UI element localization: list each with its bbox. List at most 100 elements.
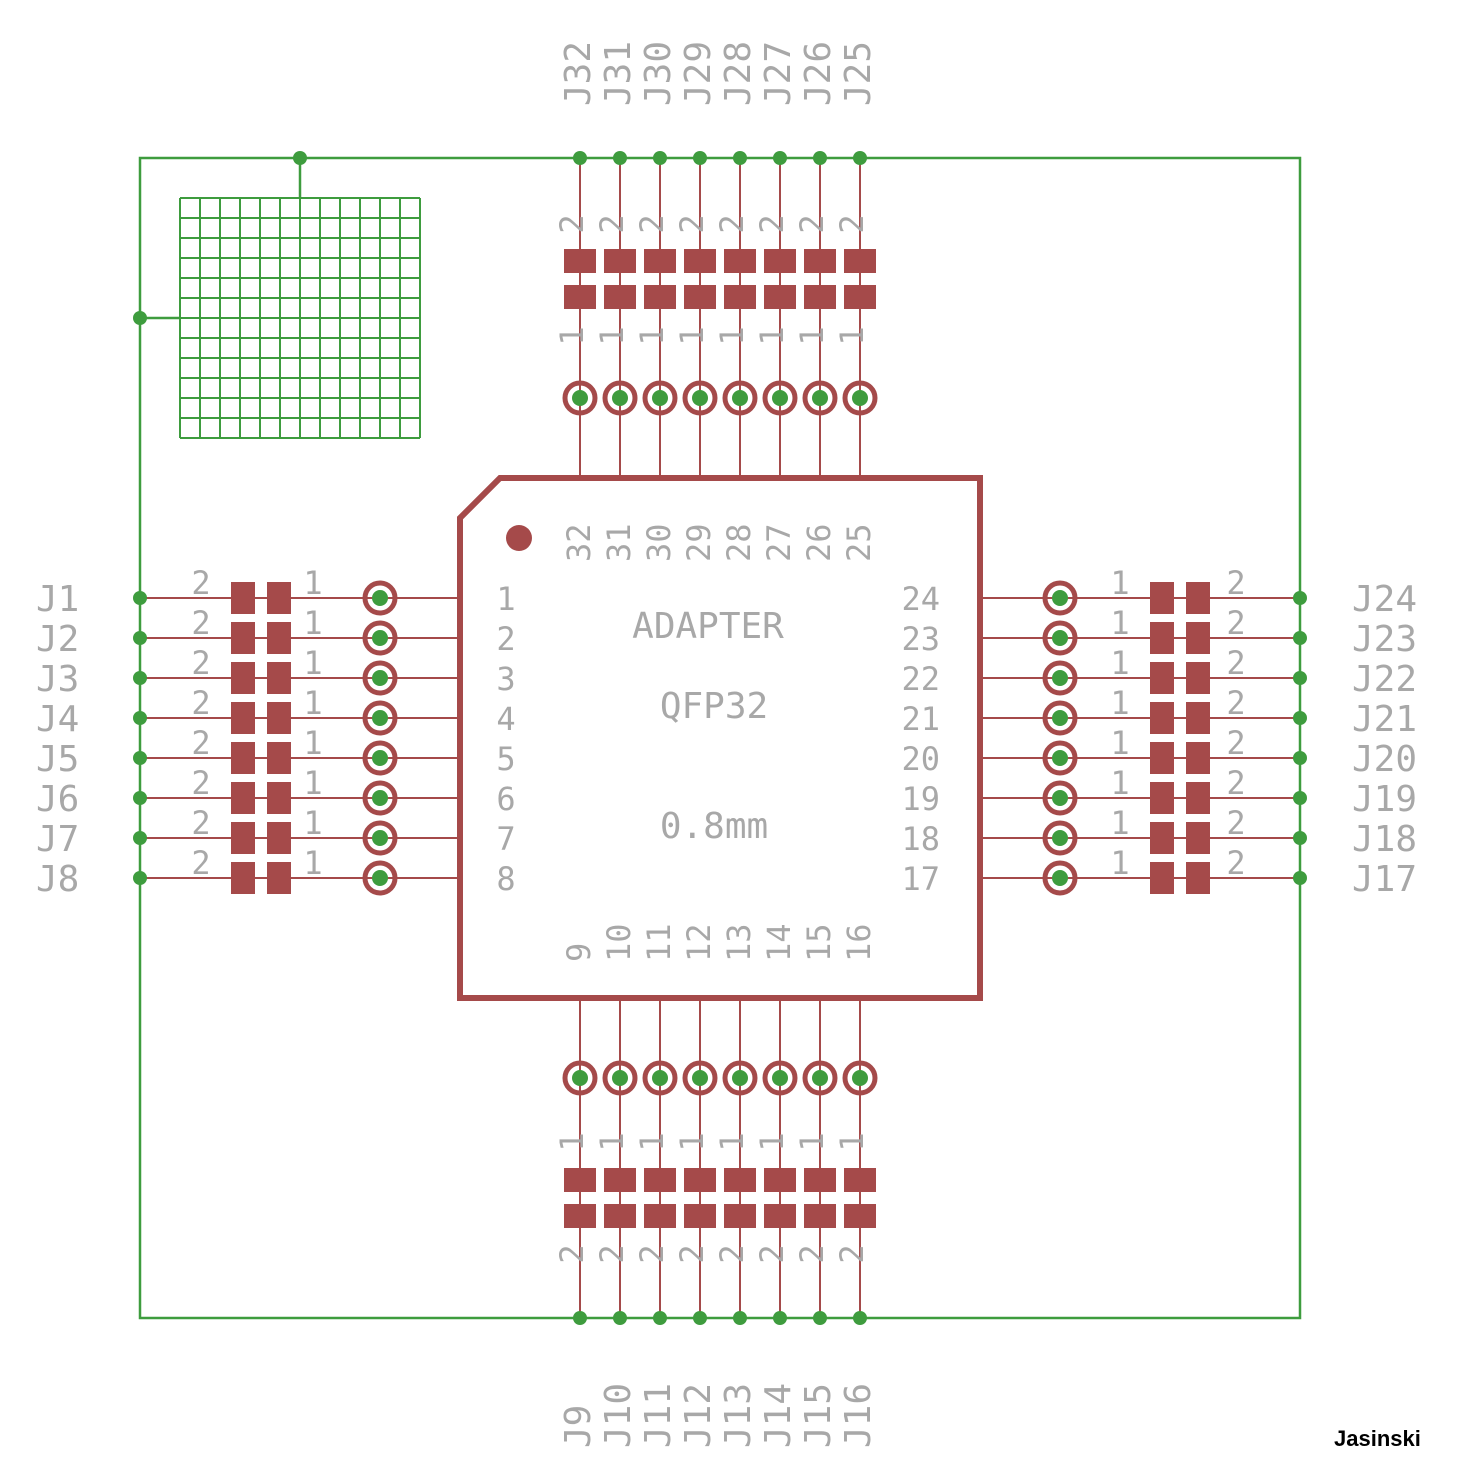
via-ring (1042, 820, 1078, 856)
via-center (852, 390, 868, 406)
chip-pin-number: 24 (901, 580, 940, 618)
smd-pad-outer (804, 1204, 836, 1228)
pad-label-outer: 2 (191, 844, 210, 882)
connector-label-right: J19 (1352, 779, 1417, 820)
via-center (852, 1070, 868, 1086)
pad-label-inner: 1 (553, 1132, 591, 1151)
connector-label-left: J3 (36, 659, 79, 700)
connector-label-right: J23 (1352, 619, 1417, 660)
connector-label-top: J31 (598, 41, 639, 106)
via-ring (362, 740, 398, 776)
chip-title: ADAPTER (632, 606, 784, 647)
via-ring (562, 380, 598, 416)
pad-label-outer: 2 (793, 214, 831, 233)
chip-pin-number: 30 (640, 523, 678, 562)
chip-pin-number: 8 (496, 860, 515, 898)
connector-label-bottom: J11 (638, 1383, 679, 1448)
smd-pad-inner (604, 285, 636, 309)
chip-pin-number: 5 (496, 740, 515, 778)
via-center (372, 710, 388, 726)
connector-label-right: J22 (1352, 659, 1417, 700)
via-center (1052, 670, 1068, 686)
pad-label-inner: 1 (1110, 844, 1129, 882)
via-center (1052, 790, 1068, 806)
connector-dot (653, 1311, 667, 1325)
via-ring (762, 380, 798, 416)
via-ring (602, 1060, 638, 1096)
via-ring (1042, 620, 1078, 656)
connector-dot (133, 871, 147, 885)
via-center (612, 390, 628, 406)
smd-pad-outer (564, 1204, 596, 1228)
connector-label-top: J25 (838, 41, 879, 106)
smd-pad-inner (684, 1168, 716, 1192)
smd-pad-inner (267, 582, 291, 614)
smd-pad-inner (564, 1168, 596, 1192)
connector-dot (733, 151, 747, 165)
smd-pad-outer (604, 249, 636, 273)
connector-label-bottom: J12 (678, 1383, 719, 1448)
smd-pad-outer (604, 1204, 636, 1228)
via-center (732, 390, 748, 406)
chip-pin-number: 1 (496, 580, 515, 618)
pad-label-inner: 1 (753, 326, 791, 345)
connector-dot (1293, 631, 1307, 645)
via-center (372, 830, 388, 846)
pad-label-inner: 1 (593, 326, 631, 345)
smd-pad-inner (1150, 742, 1174, 774)
smd-pad-inner (804, 285, 836, 309)
pad-label-inner: 1 (303, 724, 322, 762)
smd-pad-outer (231, 702, 255, 734)
via-center (372, 790, 388, 806)
via-center (1052, 870, 1068, 886)
smd-pad-inner (684, 285, 716, 309)
via-ring (362, 780, 398, 816)
pad-label-outer: 2 (553, 1244, 591, 1263)
connector-dot (573, 1311, 587, 1325)
chip-pin-number: 23 (901, 620, 940, 658)
via-ring (1042, 740, 1078, 776)
connector-label-bottom: J16 (838, 1383, 879, 1448)
chip-pin-number: 6 (496, 780, 515, 818)
pin1-marker (506, 525, 532, 551)
smd-pad-outer (231, 582, 255, 614)
smd-pad-outer (231, 782, 255, 814)
pad-label-inner: 1 (303, 804, 322, 842)
connector-label-bottom: J13 (718, 1383, 759, 1448)
junction-dot (293, 151, 307, 165)
pad-label-outer: 2 (593, 1244, 631, 1263)
pad-label-inner: 1 (673, 326, 711, 345)
connector-dot (813, 151, 827, 165)
via-ring (362, 700, 398, 736)
connector-label-right: J18 (1352, 819, 1417, 860)
pad-label-outer: 2 (191, 804, 210, 842)
pad-label-outer: 2 (633, 214, 671, 233)
smd-pad-inner (764, 285, 796, 309)
smd-pad-inner (267, 742, 291, 774)
connector-label-right: J21 (1352, 699, 1417, 740)
chip-pin-number: 10 (600, 923, 638, 962)
via-ring (722, 1060, 758, 1096)
smd-pad-inner (267, 622, 291, 654)
connector-label-left: J1 (36, 579, 79, 620)
junction-dot (133, 311, 147, 325)
connector-dot (133, 751, 147, 765)
chip-pin-number: 15 (800, 923, 838, 962)
pad-label-inner: 1 (1110, 604, 1129, 642)
chip-pin-number: 3 (496, 660, 515, 698)
connector-dot (853, 1311, 867, 1325)
pad-label-inner: 1 (593, 1132, 631, 1151)
smd-pad-inner (1150, 582, 1174, 614)
via-ring (1042, 700, 1078, 736)
smd-pad-outer (684, 1204, 716, 1228)
traces-layer (133, 151, 1302, 1320)
pad-label-inner: 1 (303, 644, 322, 682)
via-center (812, 1070, 828, 1086)
smd-pad-inner (1150, 822, 1174, 854)
pad-label-outer: 2 (1226, 804, 1245, 842)
pad-label-outer: 2 (1226, 764, 1245, 802)
smd-pad-outer (231, 742, 255, 774)
smd-pad-outer (1186, 622, 1210, 654)
chip-pin-number: 25 (840, 523, 878, 562)
smd-pad-inner (267, 782, 291, 814)
